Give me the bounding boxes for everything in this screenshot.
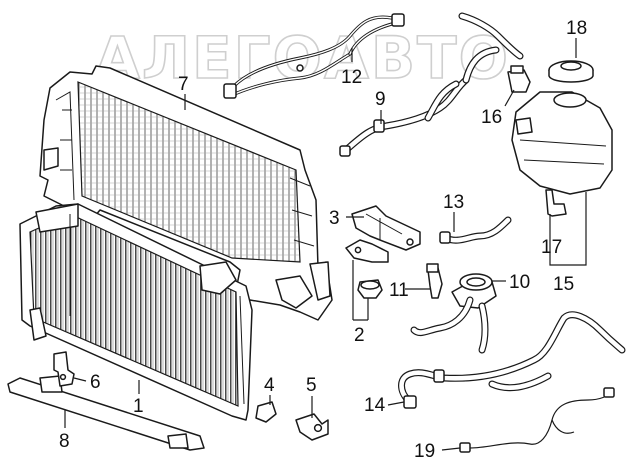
callout-6: 6 (90, 372, 101, 393)
part-13-small-hose (439, 216, 512, 244)
part-7-condenser-frame (39, 65, 333, 321)
callout-5: 5 (306, 375, 317, 396)
part-18-reservoir-cap (548, 60, 594, 83)
part-6-bracket (53, 351, 75, 387)
callout-19: 19 (414, 441, 435, 462)
part-1-radiator (19, 203, 253, 421)
callout-14: 14 (364, 395, 386, 416)
part-2-mount (345, 239, 389, 299)
callout-8: 8 (59, 431, 70, 452)
part-14-long-hose (398, 311, 626, 409)
callout-7: 7 (178, 74, 189, 95)
callout-4: 4 (264, 375, 275, 396)
part-8-lower-deflector (7, 375, 205, 451)
callout-16: 16 (481, 107, 502, 128)
callout-13: 13 (443, 192, 464, 213)
part-19-wiring (459, 387, 615, 453)
callout-11: 11 (389, 280, 409, 301)
callout-15: 15 (553, 274, 574, 295)
part-10-thermostat-housing (451, 273, 497, 309)
part-5-bracket (295, 413, 329, 441)
callout-17: 17 (541, 237, 562, 258)
callout-1: 1 (133, 396, 144, 417)
hose-lower (410, 296, 489, 354)
callout-3: 3 (329, 208, 340, 229)
callout-9: 9 (375, 89, 386, 110)
callout-2: 2 (354, 325, 365, 346)
callout-12: 12 (341, 67, 362, 88)
callout-labels: 7 1 6 8 4 5 3 2 11 10 12 9 13 14 17 15 1… (59, 18, 587, 462)
callout-18: 18 (566, 18, 587, 39)
part-9-hose (339, 12, 524, 157)
leader-lines (64, 38, 587, 451)
callout-10: 10 (509, 272, 530, 293)
part-16-connector (507, 65, 531, 93)
part-15-coolant-reservoir (511, 91, 613, 195)
part-11-temp-sensor (426, 263, 443, 299)
part-3-mount-bracket (351, 205, 421, 251)
part-4-insulator (255, 401, 277, 423)
part-17-level-sensor (545, 189, 567, 217)
